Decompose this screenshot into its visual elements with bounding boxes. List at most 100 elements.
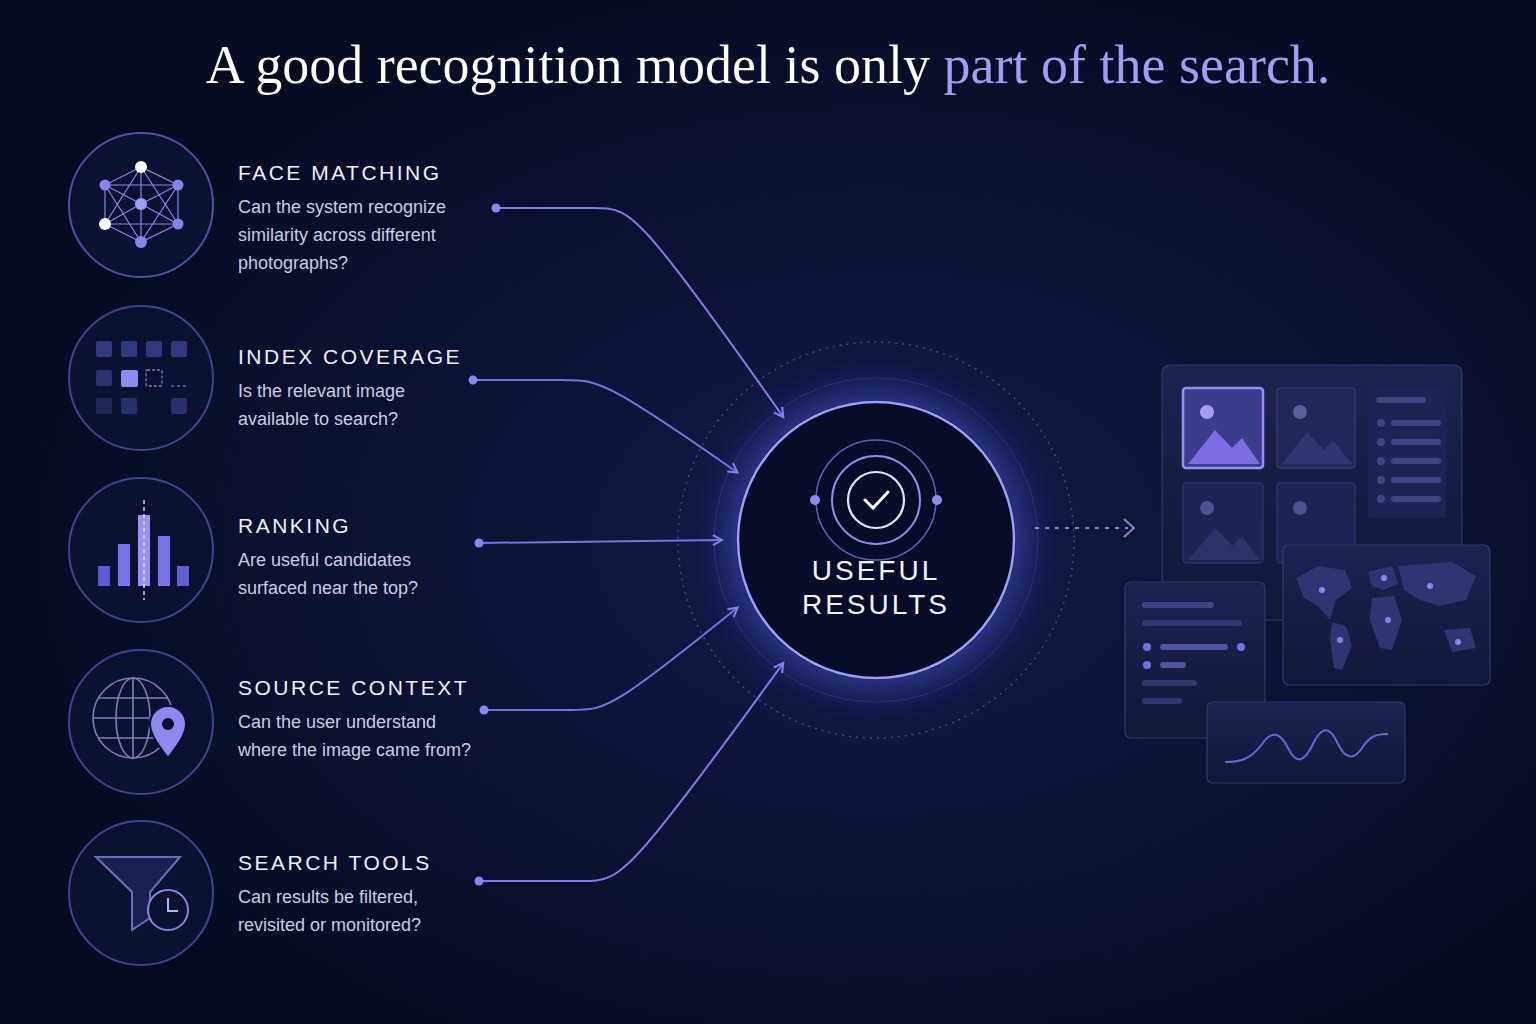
grid-icon-part xyxy=(146,370,162,386)
factor-description: Is the relevant image available to searc… xyxy=(238,377,467,433)
factor-heading: RANKING xyxy=(238,513,473,539)
globe-pin-icon-part xyxy=(150,706,186,758)
dashboard-illustration-part-part xyxy=(1391,439,1441,445)
dashboard-illustration-part xyxy=(1143,643,1151,651)
dashboard-illustration-part xyxy=(1283,545,1490,685)
globe-pin-icon-part xyxy=(162,718,174,730)
output-arrow-part xyxy=(1124,519,1134,537)
icon-circles-part xyxy=(69,133,213,277)
dashboard-illustration-part-part xyxy=(1427,583,1433,589)
dashboard-illustration-part xyxy=(1183,388,1263,468)
network-icon-part xyxy=(105,167,178,242)
dashboard-illustration-part xyxy=(1142,602,1214,608)
connector-dot xyxy=(469,376,478,385)
bar-chart-icon-part xyxy=(98,566,110,586)
result-circle: USEFUL RESULTS xyxy=(736,400,1016,680)
bar-chart-icon-part xyxy=(118,544,130,586)
center-rings-part xyxy=(661,325,1091,755)
connector-group xyxy=(492,204,784,418)
bar-chart-icon-part xyxy=(143,500,144,600)
dashboard-illustration-part xyxy=(1183,483,1263,563)
dashboard-illustration-part xyxy=(1237,643,1245,651)
icon-circles-part xyxy=(69,306,213,450)
result-circle-outline-part xyxy=(832,456,920,544)
factor-heading: INDEX COVERAGE xyxy=(238,344,467,370)
dashboard-illustration xyxy=(1125,365,1490,783)
connector-dot xyxy=(475,539,484,548)
icon-circles-part xyxy=(69,821,213,965)
factor-description: Can the user understand where the image … xyxy=(238,708,478,764)
factor-description: Can the system recognize similarity acro… xyxy=(238,193,490,277)
network-icon-part xyxy=(135,236,147,248)
dashboard-illustration-part-part xyxy=(1391,458,1441,464)
dashboard-illustration-part-part xyxy=(1377,419,1385,427)
dashboard-illustration-part xyxy=(1188,528,1260,560)
dashboard-illustration-part-part xyxy=(1377,438,1385,446)
factor-item: SEARCH TOOLSCan results be filtered, rev… xyxy=(238,850,473,939)
dashboard-illustration-part-part xyxy=(1391,496,1441,502)
globe-pin-icon xyxy=(93,678,186,758)
network-icon-part xyxy=(105,167,178,242)
dashboard-illustration-part xyxy=(1200,501,1214,515)
factor-item: INDEX COVERAGE Is the relevant image avai… xyxy=(238,344,467,433)
network-icon xyxy=(99,161,184,248)
connector-dot xyxy=(492,204,501,213)
dashboard-illustration-part xyxy=(1142,620,1242,626)
bar-chart-icon xyxy=(98,500,189,600)
dashboard-illustration-part xyxy=(1293,501,1307,515)
grid-icon-part xyxy=(146,341,162,357)
dashboard-illustration-part-part xyxy=(1370,596,1402,650)
result-circle-outline-part xyxy=(932,495,942,505)
dashboard-illustration-part xyxy=(1225,730,1388,762)
bar-chart-icon-part xyxy=(158,536,170,586)
dashboard-illustration-part-part xyxy=(1368,566,1398,590)
dashboard-illustration-part-part xyxy=(1391,477,1441,483)
grid-icon-part xyxy=(96,370,112,386)
grid-icon-part xyxy=(121,370,138,387)
connector-dot xyxy=(475,877,484,886)
dashboard-illustration-part-part xyxy=(1296,566,1352,620)
connector-arrow xyxy=(479,663,783,881)
connector-arrow xyxy=(484,608,738,710)
dashboard-illustration-part xyxy=(1282,432,1352,464)
dashboard-illustration-part xyxy=(1160,662,1186,668)
dashboard-illustration-part-part xyxy=(1337,637,1343,643)
connector-group xyxy=(469,376,738,473)
network-icon-part xyxy=(100,180,111,191)
grid-icon-part xyxy=(96,398,112,414)
connector-group xyxy=(475,663,784,886)
grid-icon-part xyxy=(96,341,112,357)
network-icon-part xyxy=(173,180,184,191)
dashboard-illustration-part xyxy=(1200,405,1214,419)
icon-circles-part xyxy=(69,650,213,794)
result-circle-outline xyxy=(736,400,1016,680)
dashboard-illustration-part xyxy=(1277,388,1355,468)
funnel-clock-icon-part xyxy=(148,890,188,930)
dashboard-illustration-part-part xyxy=(1376,397,1426,403)
connector-group xyxy=(475,539,723,548)
connector-group xyxy=(480,608,738,715)
factor-heading: SEARCH TOOLS xyxy=(238,850,473,876)
dashboard-illustration-part-part xyxy=(1319,587,1325,593)
result-circle-outline-part xyxy=(810,495,820,505)
dashboard-illustration-part-part xyxy=(1391,420,1441,426)
dashboard-illustration-part xyxy=(1293,405,1307,419)
output-arrow xyxy=(1035,519,1134,537)
result-circle-outline-part xyxy=(816,440,936,560)
factor-description: Are useful candidates surfaced near the … xyxy=(238,546,473,602)
funnel-clock-icon-part xyxy=(168,898,178,911)
output-arrow-part xyxy=(1035,527,1128,529)
factor-item: RANKING Are useful candidates surfaced ne… xyxy=(238,513,473,602)
bar-chart-icon-part xyxy=(177,566,189,586)
connector-arrow xyxy=(473,380,738,472)
grid-icon-part xyxy=(171,398,187,414)
grid-icon-part xyxy=(171,385,186,386)
center-rings-part xyxy=(714,378,1038,702)
result-circle-outline-part xyxy=(738,402,1014,678)
result-label: USEFUL RESULTS xyxy=(791,554,961,622)
dashboard-illustration-part xyxy=(1142,698,1182,704)
dashboard-illustration-part xyxy=(1376,397,1441,503)
grid-icon-part xyxy=(121,398,137,414)
